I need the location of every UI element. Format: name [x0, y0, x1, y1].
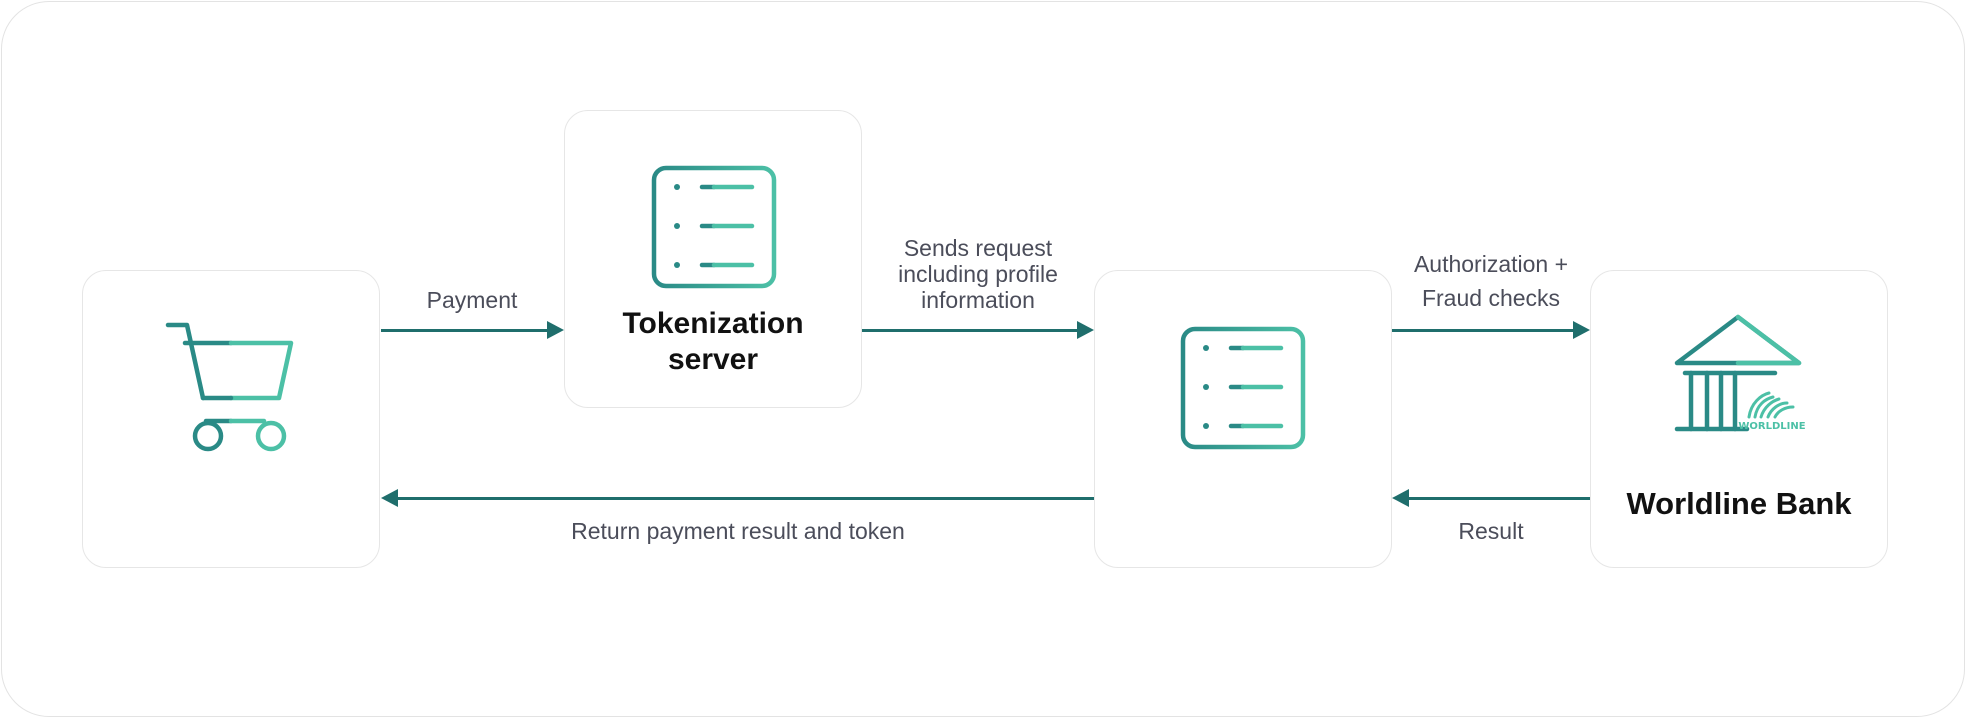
tokenization-title-line1: Tokenization — [622, 307, 804, 340]
result-label: Result — [1458, 518, 1524, 544]
bank-title: Worldline Bank — [1626, 486, 1852, 521]
sends-request-label-line1: Sends request — [903, 235, 1053, 261]
payment-arrow — [381, 320, 564, 340]
server-icon — [651, 165, 777, 289]
shop-card — [82, 270, 380, 568]
return-result-label: Return payment result and token — [571, 518, 905, 544]
tokenization-title-line2: server — [667, 343, 759, 376]
worldline-logo: WORLDLINE — [1738, 391, 1806, 432]
payment-label: Payment — [426, 287, 518, 313]
authorization-label-line2: Fraud checks — [1421, 285, 1561, 311]
sends-request-label-line2: including profile — [898, 261, 1058, 287]
sends-request-label-line3: information — [921, 287, 1035, 313]
gateway-server-card — [1094, 270, 1392, 568]
shopping-cart-icon — [165, 322, 294, 452]
bank-card: WORLDLINE Worldline Bank — [1590, 270, 1888, 568]
svg-text:WORLDLINE: WORLDLINE — [1738, 421, 1805, 432]
return-result-arrow — [381, 488, 1094, 508]
authorization-label-line1: Authorization + — [1413, 251, 1569, 277]
bank-icon: WORLDLINE — [1674, 314, 1806, 432]
tokenization-server-card: Tokenization server — [564, 110, 862, 408]
result-arrow — [1392, 488, 1590, 508]
request-arrow — [862, 320, 1094, 340]
authorization-arrow — [1392, 320, 1590, 340]
server-icon — [1180, 326, 1306, 450]
